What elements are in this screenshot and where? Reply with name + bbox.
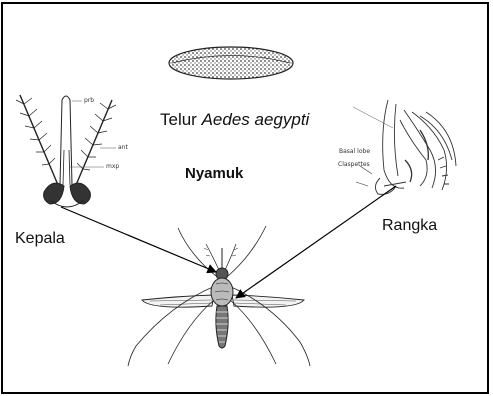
genitalia-pointer-line — [353, 107, 393, 128]
head-label: Kepala — [15, 230, 65, 248]
arrow-head-to-mosquito — [61, 207, 216, 272]
head-annotation-prb: prb — [84, 97, 94, 104]
egg-caption-prefix: Telur — [160, 110, 202, 129]
arrow-genitalia-to-mosquito — [236, 186, 396, 298]
genitalia-label: Rangka — [382, 217, 437, 235]
head-illustration — [16, 95, 116, 207]
head-annotation-ant: ant — [118, 144, 128, 151]
genitalia-annotation-basal-lobe: Basal lobe — [339, 148, 370, 155]
egg-caption-species: Aedes aegypti — [202, 110, 310, 129]
genitalia-annotation-claspettes: Claspettes — [338, 161, 370, 168]
egg-illustration — [169, 47, 293, 79]
mosquito-title: Nyamuk — [185, 165, 243, 182]
egg-caption: Telur Aedes aegypti — [160, 110, 309, 130]
head-annotation-mxp: mxp — [106, 163, 119, 170]
genitalia-illustration — [356, 100, 456, 194]
